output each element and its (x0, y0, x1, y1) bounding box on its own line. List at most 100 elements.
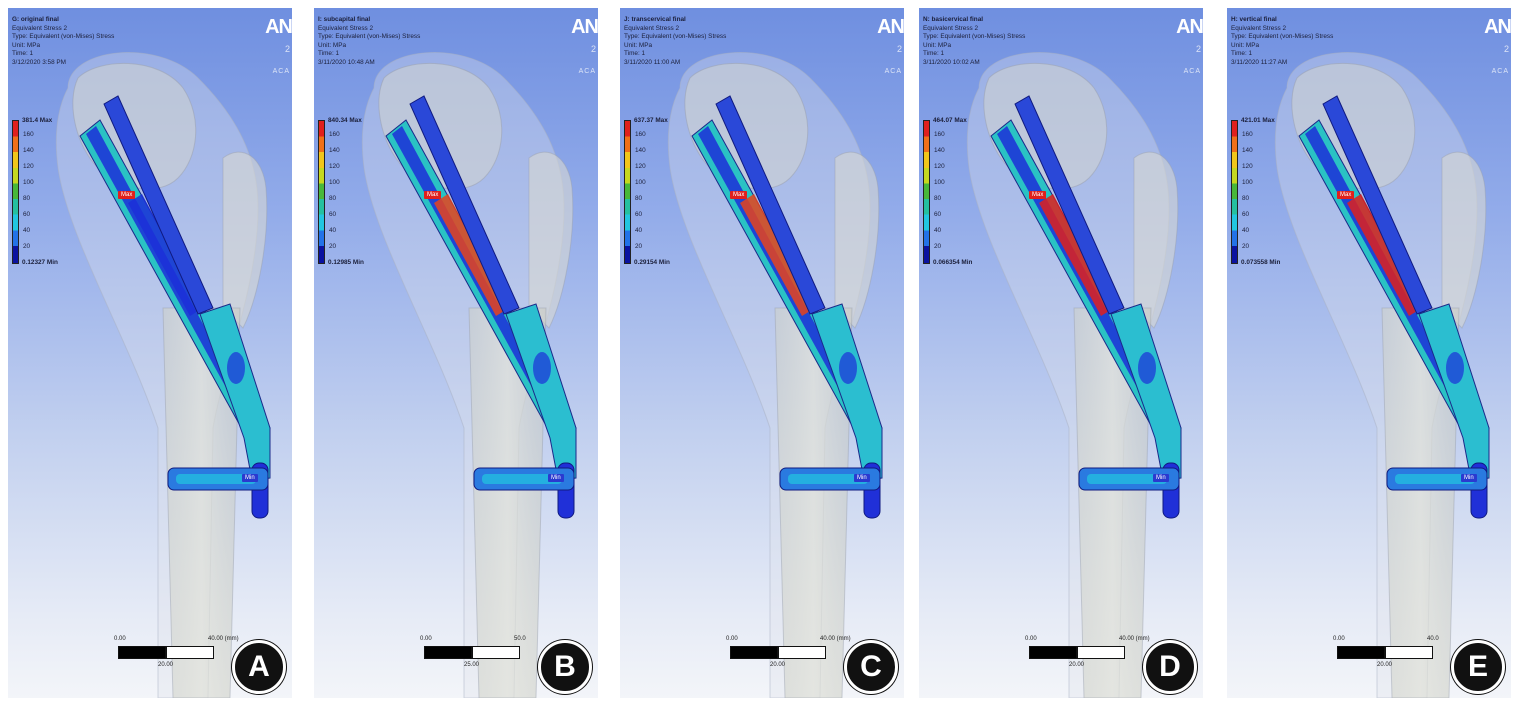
legend-tick: 40 (329, 227, 337, 234)
result-info: N: basicervical final Equivalent Stress … (923, 16, 1025, 68)
result-line: Equivalent Stress 2 (923, 24, 979, 32)
ansys-version: 2 (590, 44, 596, 54)
fea-panel-d: N: basicervical final Equivalent Stress … (919, 8, 1203, 698)
legend-tick: 100 (1242, 179, 1253, 186)
legend-tick: 80 (635, 195, 643, 202)
legend-tick: 40 (1242, 227, 1250, 234)
greater-trochanter (1441, 151, 1487, 329)
result-line: Equivalent Stress 2 (12, 24, 68, 32)
legend-max-value: 840.34 Max (328, 117, 362, 124)
legend-tick: 80 (934, 195, 942, 202)
stress-hot-zone (1347, 194, 1422, 316)
scale-mid: 20.00 (1377, 662, 1393, 668)
result-line: Type: Equivalent (von-Mises) Stress (923, 33, 1026, 41)
result-line: Unit: MPa (318, 41, 347, 49)
barrel (199, 303, 271, 481)
legend-tick: 100 (934, 179, 945, 186)
ansys-academic: ACA (884, 68, 902, 75)
locking-screw-core (1395, 474, 1475, 484)
result-line: Equivalent Stress 2 (318, 24, 374, 32)
legend-tick: 100 (635, 179, 646, 186)
legend-min-value: 0.12985 Min (328, 259, 364, 266)
legend-min-value: 0.12327 Min (22, 259, 58, 266)
fea-panel-b: I: subcapital final Equivalent Stress 2 … (314, 8, 598, 698)
scale-mid: 20.00 (770, 662, 786, 668)
max-marker: Max (118, 191, 136, 199)
barrel-spot (1138, 352, 1156, 384)
result-line: Type: Equivalent (von-Mises) Stress (318, 33, 421, 41)
greater-trochanter (1133, 151, 1179, 329)
barrel-spot (227, 352, 245, 384)
scale-segment-dark (424, 646, 472, 659)
femur-shaft (162, 307, 241, 698)
legend-max-value: 381.4 Max (22, 117, 53, 124)
legend-tick: 20 (635, 243, 643, 250)
ansys-academic: ACA (578, 68, 596, 75)
scale-segment-light (778, 646, 826, 659)
result-line: Unit: MPa (624, 41, 653, 49)
max-marker: Max (730, 191, 748, 199)
legend-tick: 120 (23, 163, 34, 170)
max-marker: Max (1337, 191, 1355, 199)
result-line: 3/11/2020 11:00 AM (624, 58, 681, 66)
ansys-logo: AN (571, 16, 598, 38)
scale-segment-dark (1029, 646, 1077, 659)
scale-end: 40.00 (mm) (208, 636, 239, 642)
scale-end: 40.0 (1427, 636, 1439, 642)
legend-tick: 80 (23, 195, 31, 202)
result-line: Time: 1 (923, 50, 945, 58)
result-line: Type: Equivalent (von-Mises) Stress (1231, 33, 1334, 41)
legend-color-bar (12, 120, 19, 264)
result-line: Equivalent Stress 2 (1231, 24, 1287, 32)
scale-end: 40.00 (mm) (820, 636, 851, 642)
result-line: Unit: MPa (12, 41, 41, 49)
scale-end: 50.0 (514, 636, 526, 642)
barrel-spot (1446, 352, 1464, 384)
scale-end: 40.00 (mm) (1119, 636, 1150, 642)
legend-tick: 140 (635, 147, 646, 154)
legend-tick: 160 (1242, 131, 1253, 138)
legend-tick: 140 (1242, 147, 1253, 154)
legend-max-value: 637.37 Max (634, 117, 668, 124)
scale-segment-light (166, 646, 214, 659)
ansys-logo: AN (1484, 16, 1511, 38)
legend-color-bar (923, 120, 930, 264)
legend-tick: 160 (329, 131, 340, 138)
legend-tick: 160 (934, 131, 945, 138)
panel-label-badge: C (844, 640, 898, 694)
min-marker: Min (854, 474, 870, 482)
min-marker: Min (242, 474, 258, 482)
result-info: I: subcapital final Equivalent Stress 2 … (318, 16, 420, 68)
scale-mid: 20.00 (1069, 662, 1085, 668)
scale-start: 0.00 (1025, 636, 1037, 642)
result-line: 3/11/2020 11:27 AM (1231, 58, 1288, 66)
min-marker: Min (1153, 474, 1169, 482)
femur-implant-model (966, 52, 1182, 698)
result-line: Time: 1 (12, 50, 34, 58)
scale-segment-light (472, 646, 520, 659)
legend-tick: 160 (23, 131, 34, 138)
legend-tick: 20 (1242, 243, 1250, 250)
result-line: 3/11/2020 10:02 AM (923, 58, 980, 66)
legend-tick: 60 (1242, 211, 1250, 218)
femur-shaft (1073, 307, 1152, 698)
ansys-logo: AN (877, 16, 904, 38)
ansys-logo: AN (1176, 16, 1203, 38)
scale-mid: 20.00 (158, 662, 174, 668)
barrel (505, 303, 577, 481)
legend-tick: 140 (23, 147, 34, 154)
ansys-version: 2 (1195, 44, 1201, 54)
legend-tick: 100 (329, 179, 340, 186)
legend-tick: 60 (934, 211, 942, 218)
scale-start: 0.00 (420, 636, 432, 642)
legend-min-value: 0.066354 Min (933, 259, 973, 266)
legend-max-value: 464.07 Max (933, 117, 967, 124)
legend-tick: 60 (23, 211, 31, 218)
ansys-version: 2 (1503, 44, 1509, 54)
barrel-spot (839, 352, 857, 384)
greater-trochanter (528, 151, 574, 329)
legend-tick: 140 (329, 147, 340, 154)
legend-tick: 20 (23, 243, 31, 250)
stress-hot-zone (740, 194, 815, 316)
legend-tick: 20 (934, 243, 942, 250)
